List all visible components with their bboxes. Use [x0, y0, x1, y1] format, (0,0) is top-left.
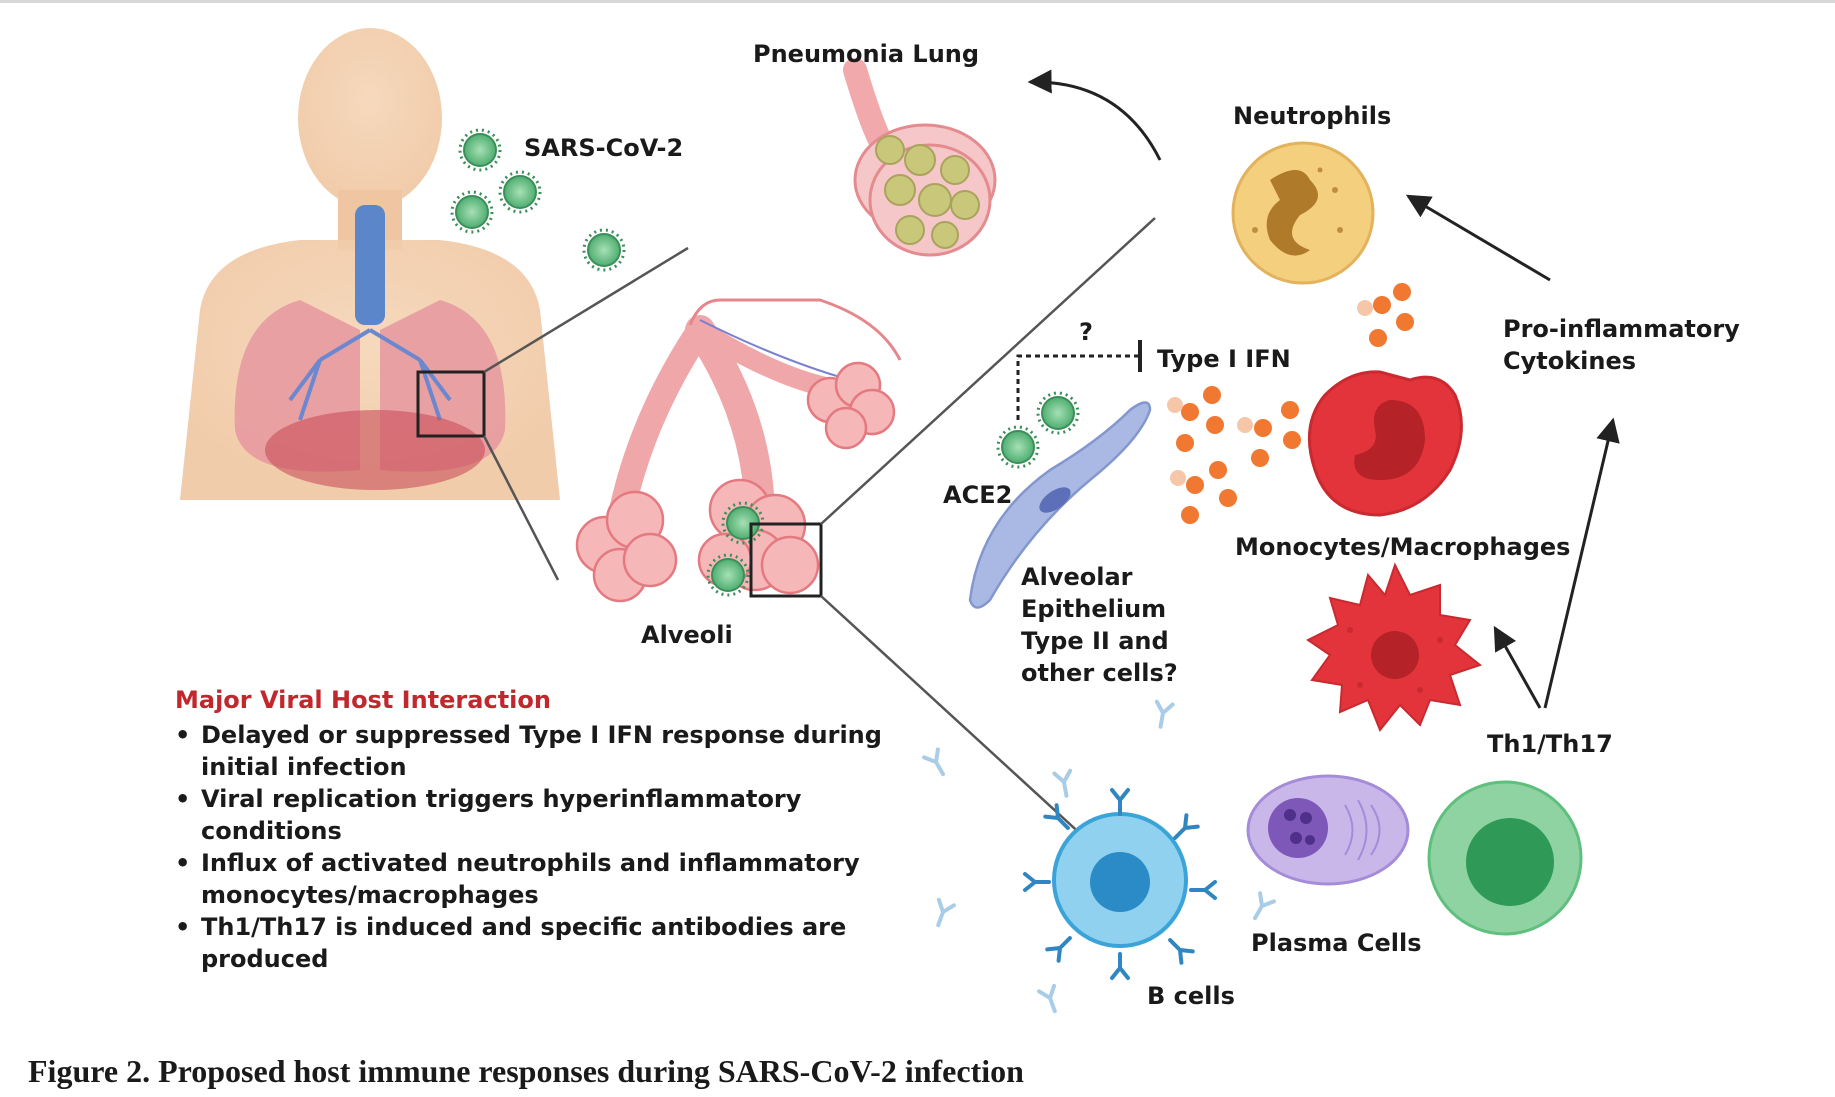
- arrow-to-pneumonia: [1027, 69, 1162, 161]
- interaction-panel: Major Viral Host Interaction Delayed or …: [175, 683, 895, 975]
- label-ace2: ACE2: [943, 481, 1013, 509]
- neutrophil-icon: [1231, 141, 1375, 285]
- b-cell-icon: [1023, 788, 1217, 980]
- zoom-box-lung: [416, 370, 486, 438]
- zoom-line: [483, 246, 689, 374]
- zoom-line: [482, 435, 560, 581]
- virus-icon: [1036, 391, 1080, 435]
- label-alveoli: Alveoli: [641, 621, 733, 649]
- label-alveolar-epithelium: Alveolar Epithelium Type II and other ce…: [1021, 563, 1178, 687]
- label-sars-cov-2: SARS-CoV-2: [524, 134, 684, 162]
- label-b-cells: B cells: [1147, 982, 1235, 1010]
- arrow-to-macrophage: [1493, 625, 1542, 709]
- arrow-to-neutrophils: [1405, 194, 1551, 282]
- antibody-icon: [928, 897, 956, 930]
- label-monocytes-macrophages: Monocytes/Macrophages: [1235, 533, 1571, 561]
- list-item: Th1/Th17 is induced and specific antibod…: [175, 911, 895, 975]
- macrophage-icon: [1306, 562, 1483, 732]
- virus-icon: [996, 425, 1040, 469]
- virus-icon: [450, 190, 494, 234]
- zoom-box-alveoli: [749, 522, 823, 598]
- interaction-list: Delayed or suppressed Type I IFN respons…: [175, 719, 895, 975]
- epithelium-cell-icon: [968, 401, 1152, 609]
- panel-title: Major Viral Host Interaction: [175, 686, 551, 714]
- list-item: Delayed or suppressed Type I IFN respons…: [175, 719, 895, 783]
- antibody-icon: [1246, 891, 1276, 925]
- monocyte-icon: [1307, 370, 1463, 517]
- label-pro-inflammatory-cytokines: Pro-inflammatory Cytokines: [1503, 315, 1740, 375]
- label-question-mark: ?: [1079, 318, 1093, 346]
- virus-icon: [498, 170, 542, 214]
- pneumonia-lung-icon: [843, 58, 997, 257]
- label-neutrophils: Neutrophils: [1233, 102, 1392, 130]
- figure-caption: Figure 2. Proposed host immune responses…: [28, 1053, 1024, 1089]
- virus-icon: [582, 228, 626, 272]
- list-item: Viral replication triggers hyperinflamma…: [175, 783, 895, 847]
- t-cell-icon: [1427, 780, 1583, 936]
- alveoli-icon: [575, 298, 902, 603]
- ifn-inhibition-line: [1016, 354, 1140, 420]
- zoom-line: [820, 217, 1156, 525]
- label-plasma-cells: Plasma Cells: [1251, 929, 1422, 957]
- plasma-cell-icon: [1246, 774, 1410, 886]
- virus-icon: [458, 128, 502, 172]
- list-item: Influx of activated neutrophils and infl…: [175, 847, 895, 911]
- antibody-icon: [1052, 768, 1077, 800]
- top-rule: [0, 0, 1835, 3]
- label-type-i-ifn: Type I IFN: [1157, 345, 1291, 373]
- antibody-icon: [1037, 983, 1065, 1016]
- antibody-icon: [1150, 699, 1175, 731]
- antibody-icon: [922, 747, 952, 781]
- human-body-icon: [180, 28, 560, 500]
- cytokine-icon: [1167, 283, 1414, 524]
- label-th1-th17: Th1/Th17: [1487, 730, 1613, 758]
- label-pneumonia-lung: Pneumonia Lung: [753, 40, 980, 68]
- arrow-to-cytokines: [1543, 417, 1620, 709]
- zoom-line: [820, 595, 1086, 839]
